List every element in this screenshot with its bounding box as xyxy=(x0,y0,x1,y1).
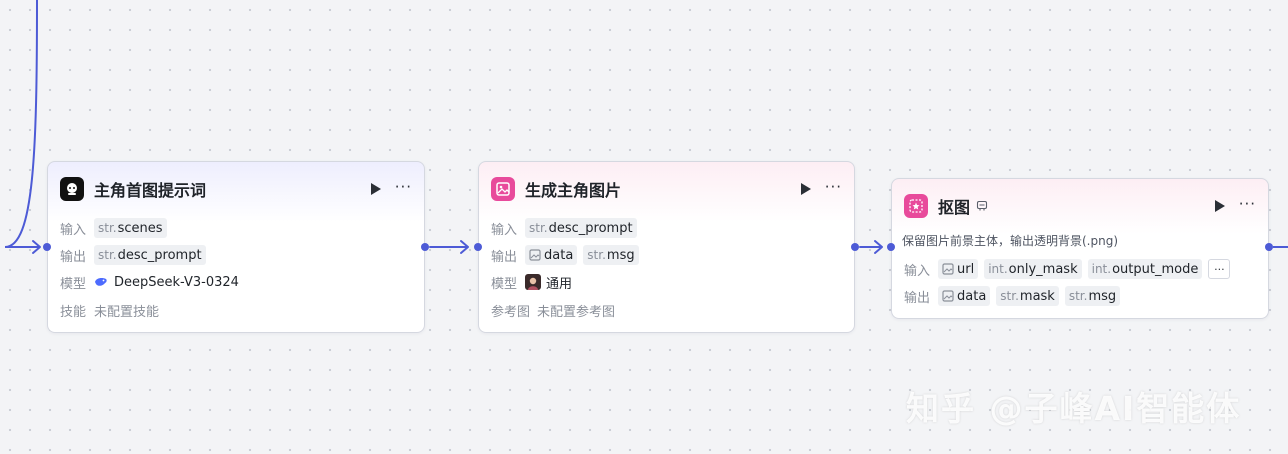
param-tag: str.msg xyxy=(1064,286,1121,306)
param-tag: int.only_mask xyxy=(984,259,1082,279)
node-prompt[interactable]: 主角首图提示词 ··· 输入 str.scenes 输出 str.desc_pr… xyxy=(47,161,425,333)
deepseek-whale-icon xyxy=(94,276,108,288)
node-title: 抠图 xyxy=(938,198,971,217)
param-tag: str.desc_prompt xyxy=(94,245,206,265)
node-header: 抠图 ··· xyxy=(904,193,1256,219)
node1-input-port[interactable] xyxy=(43,243,51,251)
outputs-row: 输出 data str.msg xyxy=(491,244,645,266)
param-tag: data xyxy=(525,245,578,265)
node-title: 主角首图提示词 xyxy=(94,181,207,200)
outputs-row: 输出 str.desc_prompt xyxy=(60,244,212,266)
node3-input-port[interactable] xyxy=(887,243,895,251)
reference-row: 参考图 未配置参考图 xyxy=(491,304,616,320)
param-tag: str.msg xyxy=(583,245,639,265)
node-title: 生成主角图片 xyxy=(525,181,622,200)
more-icon[interactable]: ··· xyxy=(824,178,842,196)
model-row: 模型 通用 xyxy=(491,271,572,293)
outputs-row: 输出 data str.mask str.msg xyxy=(904,285,1126,307)
param-tag: str.scenes xyxy=(94,218,167,238)
run-icon[interactable] xyxy=(1214,200,1225,212)
cutout-icon xyxy=(904,194,928,218)
run-icon[interactable] xyxy=(370,183,381,195)
param-tag: str.mask xyxy=(996,286,1059,306)
run-icon[interactable] xyxy=(800,183,811,195)
node2-output-port[interactable] xyxy=(851,243,859,251)
param-tag: url xyxy=(938,259,979,279)
edge-arrow-1 xyxy=(32,240,41,254)
edge-incoming xyxy=(4,0,40,248)
node-header: 生成主角图片 ··· xyxy=(491,176,842,202)
robot-icon xyxy=(60,177,84,201)
image-type-icon xyxy=(942,290,954,302)
node3-output-port[interactable] xyxy=(1265,243,1273,251)
param-tag: int.output_mode xyxy=(1087,259,1203,279)
more-inputs-button[interactable]: ··· xyxy=(1208,259,1231,279)
image-type-icon xyxy=(942,263,954,275)
inputs-row: 输入 url int.only_mask int.output_mode ··· xyxy=(904,258,1231,280)
model-row: 模型 DeepSeek-V3-0324 xyxy=(60,274,239,292)
node-header: 主角首图提示词 ··· xyxy=(60,176,412,202)
node-cutout[interactable]: 抠图 ··· 保留图片前景主体，输出透明背景(.png) 输入 url int.… xyxy=(891,178,1269,319)
watermark: 知乎 @子峰AI智能体 xyxy=(906,389,1242,428)
more-icon[interactable]: ··· xyxy=(1238,195,1256,213)
param-tag: str.desc_prompt xyxy=(525,218,637,238)
inputs-row: 输入 str.scenes xyxy=(60,217,173,239)
more-icon[interactable]: ··· xyxy=(394,178,412,196)
param-tag: data xyxy=(938,286,991,306)
node1-output-port[interactable] xyxy=(421,243,429,251)
node-generate-image[interactable]: 生成主角图片 ··· 输入 str.desc_prompt 输出 data st… xyxy=(478,161,855,333)
inputs-row: 输入 str.desc_prompt xyxy=(491,217,643,239)
avatar-thumbnail-icon xyxy=(525,274,541,290)
edge-node1-node2 xyxy=(429,240,469,254)
node-description: 保留图片前景主体，输出透明背景(.png) xyxy=(902,234,1119,248)
image-type-icon xyxy=(529,249,541,261)
image-generate-icon xyxy=(491,177,515,201)
plugin-icon xyxy=(976,200,988,212)
skill-row: 技能 未配置技能 xyxy=(60,304,160,320)
node2-input-port[interactable] xyxy=(474,243,482,251)
edge-node2-node3 xyxy=(859,240,883,254)
